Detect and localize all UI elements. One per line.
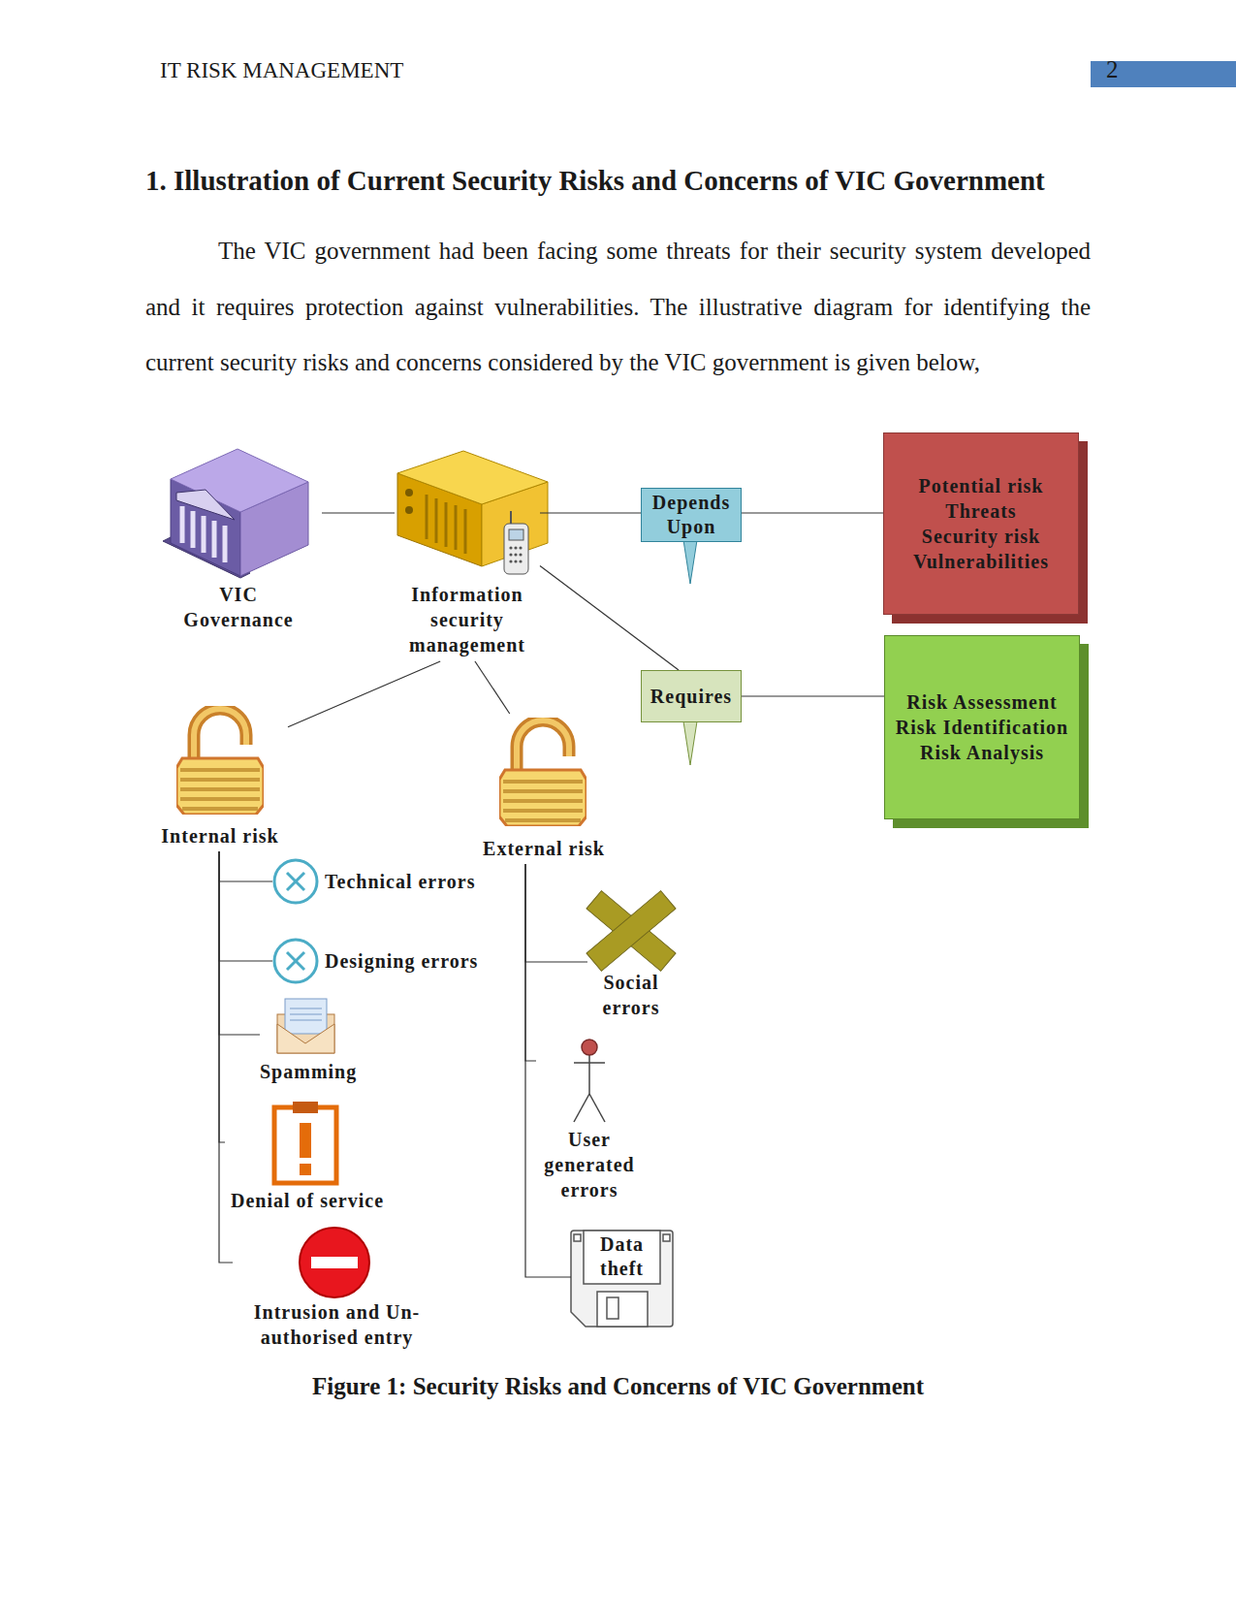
floppy-node: Data theft	[570, 1230, 673, 1328]
node-text: Designing errors	[324, 948, 481, 974]
section-heading: 1. Illustration of Current Security Risk…	[145, 164, 1046, 197]
connector-line	[287, 661, 441, 728]
connector-line	[219, 851, 225, 1142]
connector-line	[539, 511, 641, 513]
no-entry-icon	[299, 1227, 370, 1298]
connector-line	[219, 851, 273, 882]
envelope-icon	[277, 998, 335, 1053]
node-text: Threats	[891, 498, 1071, 524]
node-text: External risk	[475, 835, 612, 861]
connector-line	[525, 863, 588, 962]
floppy-disk-icon	[570, 1230, 673, 1327]
node-text: Requires	[645, 683, 737, 709]
node-text: Information security management	[399, 581, 536, 658]
dos-item: Denial of service	[224, 1098, 390, 1215]
governance-node: VIC Governance	[155, 445, 322, 634]
external-lock-icon	[499, 720, 587, 826]
alert-clipboard-icon	[274, 1101, 337, 1183]
node-text: Social errors	[587, 969, 675, 1020]
callout-box: Depends Upon	[640, 487, 742, 542]
connector-line	[525, 863, 571, 1277]
spam-item: Spamming	[259, 994, 357, 1086]
government-building-icon	[162, 448, 309, 578]
figure-caption: Figure 1: Security Risks and Concerns of…	[145, 1372, 1091, 1400]
intrusion-item: Intrusion and Un-authorised entry	[232, 1225, 442, 1352]
cross-icon	[586, 890, 676, 972]
assessment-box: Risk AssessmentRisk IdentificationRisk A…	[884, 634, 1080, 820]
server-icon	[397, 450, 548, 574]
running-head: IT RISK MANAGEMENT	[159, 58, 404, 84]
connector-line	[321, 511, 395, 513]
callout-box: Requires	[640, 669, 742, 723]
error-item: Designing errors	[272, 937, 481, 984]
social-item: Social errors	[587, 891, 675, 1022]
connector-line	[539, 566, 679, 670]
callout-tail	[683, 721, 698, 765]
lock-node: External risk	[475, 713, 612, 864]
node-text: Depends Upon	[645, 490, 737, 539]
node-text: Data theft	[588, 1232, 656, 1281]
node-text: User generated errors	[536, 1126, 643, 1203]
connector-line	[219, 851, 273, 961]
error-icon	[274, 859, 317, 903]
connector-line	[741, 695, 885, 697]
risk-box: Potential riskThreatsSecurity riskVulner…	[883, 432, 1079, 615]
node-text: Risk Assessment	[892, 689, 1072, 715]
body-paragraph: The VIC government had been facing some …	[145, 222, 1091, 391]
connector-line	[219, 851, 260, 1035]
callout-tail	[683, 539, 698, 584]
node-text: Intrusion and Un-authorised entry	[232, 1299, 442, 1350]
node-text: Security risk	[891, 523, 1071, 549]
connector-line	[475, 661, 510, 714]
node-text: Vulnerabilities	[891, 548, 1071, 574]
connector-line	[525, 863, 537, 1061]
connector-line	[219, 851, 233, 1263]
error-item: Technical errors	[272, 857, 481, 905]
lock-node: Internal risk	[152, 702, 288, 852]
node-text: Technical errors	[324, 868, 481, 894]
node-text: Potential risk	[891, 473, 1071, 499]
security-management-node: Information security management	[394, 445, 540, 662]
user-item: User generated errors	[536, 1031, 643, 1205]
node-text: VIC Governance	[180, 581, 297, 633]
node-text: Spamming	[259, 1058, 357, 1084]
node-text: Risk Analysis	[892, 739, 1072, 765]
user-figure-icon	[573, 1039, 605, 1122]
node-text: Risk Identification	[892, 714, 1072, 740]
connector-line	[741, 511, 884, 513]
node-text: Denial of service	[224, 1187, 390, 1213]
node-text: Internal risk	[152, 823, 288, 849]
page-number: 2	[1106, 56, 1119, 84]
error-icon	[274, 939, 317, 983]
internal-lock-icon	[176, 708, 264, 815]
